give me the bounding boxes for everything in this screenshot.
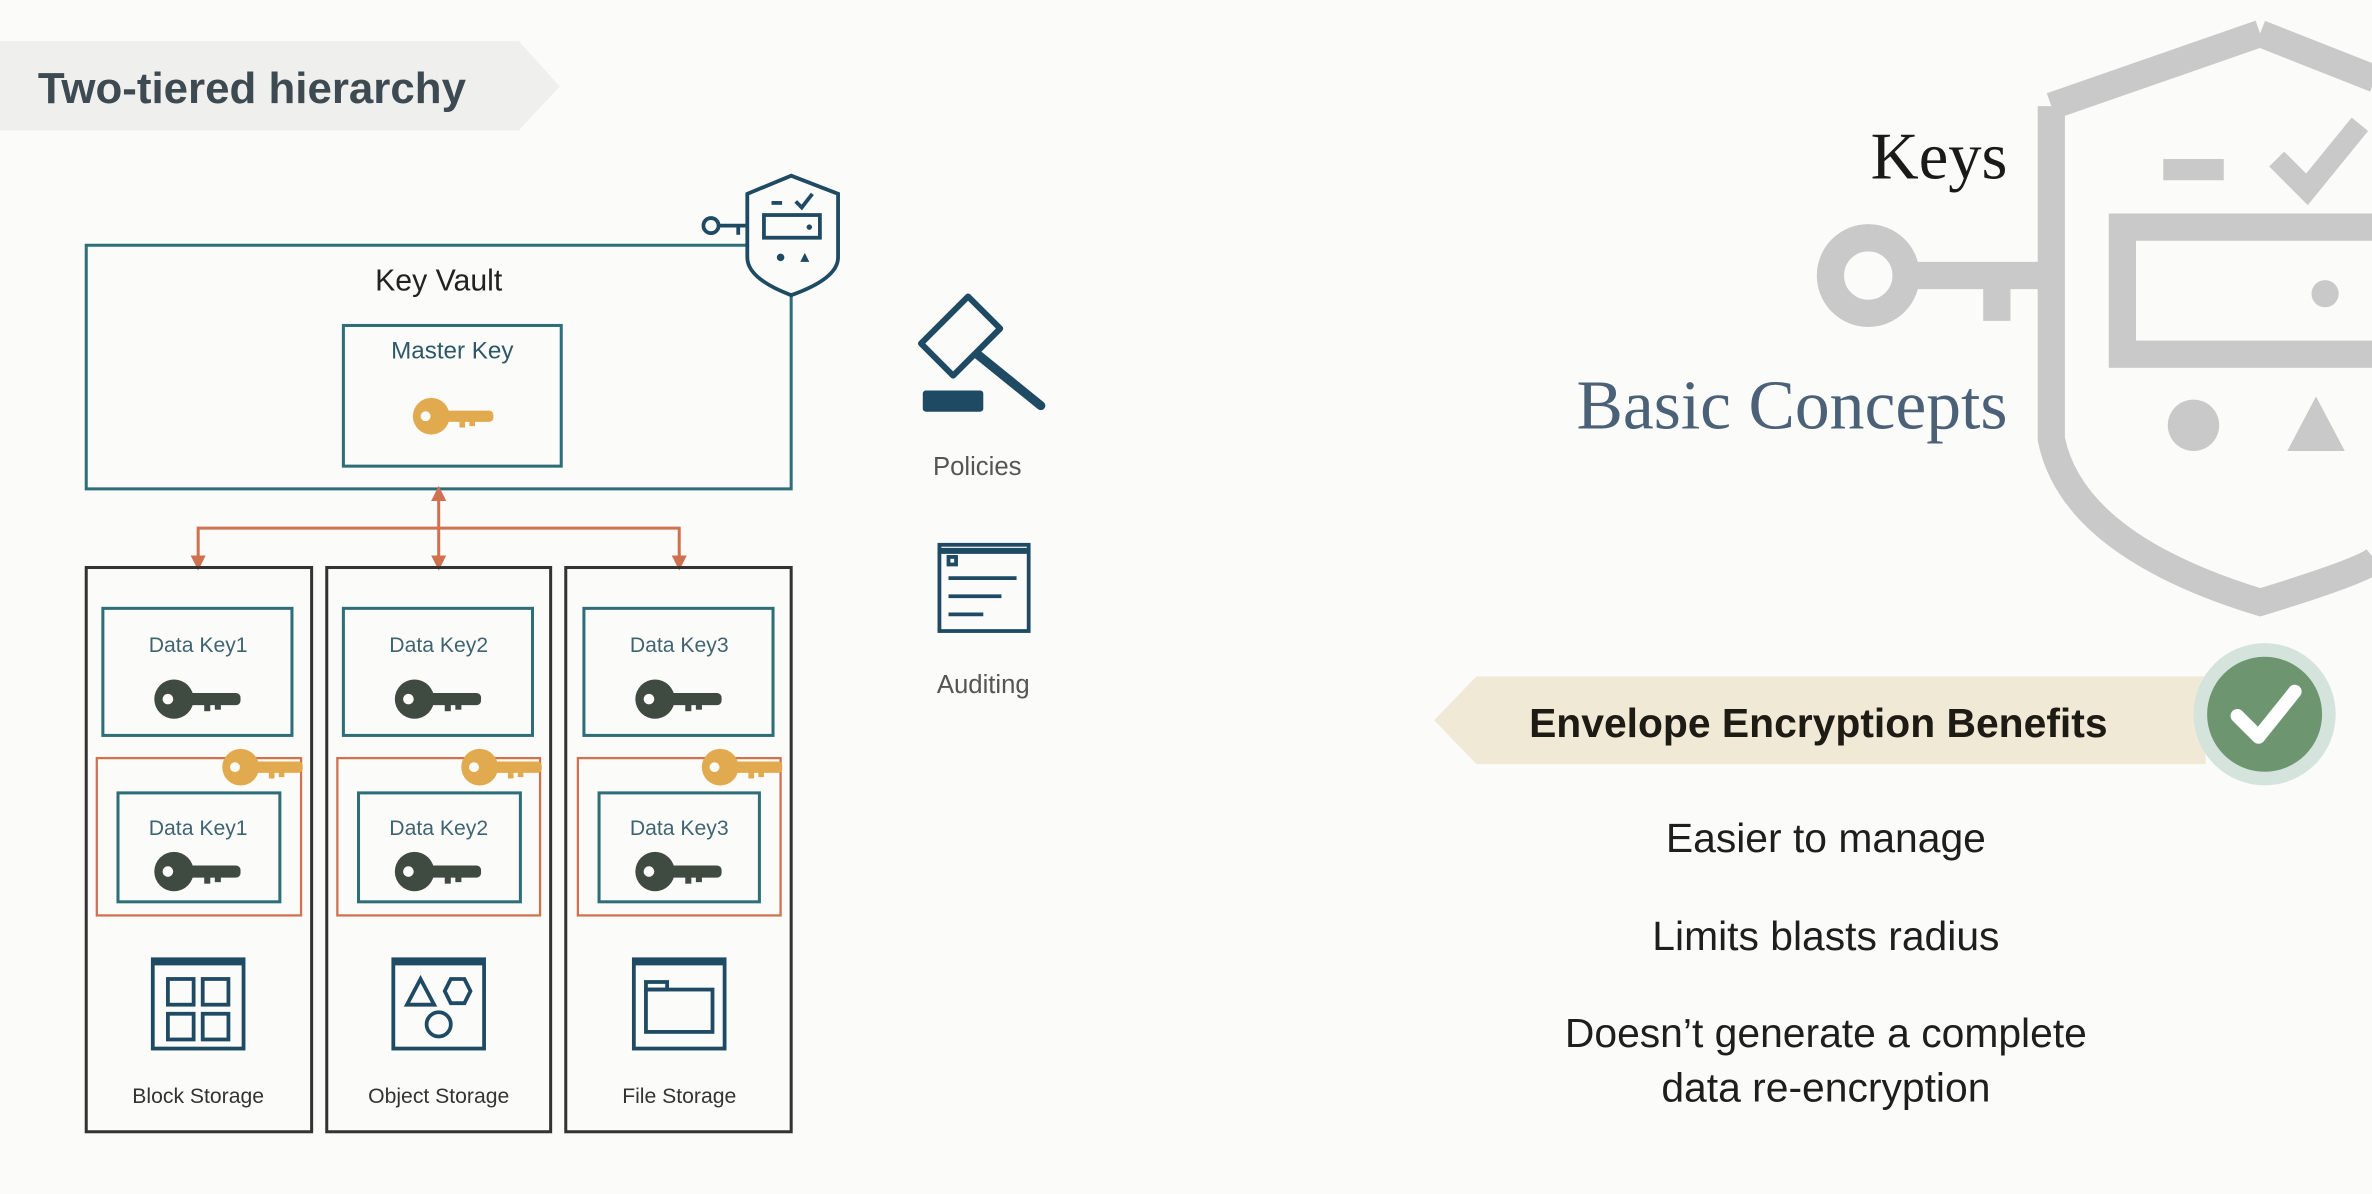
key-vault-shield-icon bbox=[701, 173, 840, 298]
data-key-box bbox=[582, 606, 775, 737]
section-title-banner: Two-tiered hierarchy bbox=[0, 41, 560, 131]
data-key-label: Data Key1 bbox=[149, 817, 248, 840]
key-vault: Key Vault Master Key bbox=[84, 173, 840, 491]
key-vault-label: Key Vault bbox=[375, 265, 503, 298]
benefits-list: Easier to manage Limits blasts radius Do… bbox=[1565, 815, 2087, 1111]
benefits-banner-title: Envelope Encryption Benefits bbox=[1529, 700, 2108, 746]
benefit-item: data re-encryption bbox=[1661, 1065, 1990, 1111]
data-key-label: Data Key1 bbox=[149, 634, 248, 657]
storage-label: File Storage bbox=[622, 1085, 736, 1108]
storage-label: Object Storage bbox=[368, 1085, 509, 1108]
encrypted-key-box bbox=[336, 756, 542, 917]
auditing-item: Auditing bbox=[937, 542, 1031, 699]
data-key-icon bbox=[635, 679, 722, 719]
master-key-box bbox=[341, 323, 563, 468]
benefit-item: Doesn’t generate a complete bbox=[1565, 1010, 2087, 1056]
encrypted-key-box bbox=[95, 756, 303, 917]
benefit-item: Easier to manage bbox=[1666, 815, 1986, 861]
document-icon bbox=[937, 542, 1031, 633]
data-key-icon bbox=[394, 679, 482, 719]
storage-column-object: Data Key2 Data Key2 Object Storage bbox=[325, 565, 553, 1134]
keys-title: Keys bbox=[1871, 121, 2008, 194]
block-storage-icon bbox=[150, 957, 246, 1051]
master-key-icon bbox=[222, 748, 303, 786]
data-key-label: Data Key2 bbox=[389, 817, 488, 840]
data-key-box bbox=[101, 606, 294, 737]
benefit-item: Limits blasts radius bbox=[1652, 913, 1999, 959]
connector-arrows bbox=[190, 485, 687, 571]
storage-column-block: Data Key1 Data Key1 Block Storage bbox=[84, 565, 314, 1134]
master-key-icon bbox=[701, 748, 783, 786]
auditing-label: Auditing bbox=[937, 671, 1030, 699]
data-key-icon bbox=[154, 679, 241, 719]
storage-label: Block Storage bbox=[132, 1085, 264, 1108]
data-key-icon bbox=[635, 851, 722, 892]
file-storage-icon bbox=[631, 957, 727, 1051]
master-key-icon bbox=[461, 748, 542, 786]
master-key-icon bbox=[412, 397, 494, 435]
section-title: Two-tiered hierarchy bbox=[38, 64, 467, 113]
data-key-icon bbox=[394, 851, 482, 892]
data-key-box bbox=[341, 606, 535, 737]
storage-column-file: Data Key3 Data Key3 File Storage bbox=[564, 565, 793, 1134]
policies-item: Policies bbox=[917, 293, 1046, 481]
data-key-label: Data Key3 bbox=[630, 634, 729, 657]
basic-concepts-subtitle: Basic Concepts bbox=[1576, 367, 2007, 444]
object-storage-icon bbox=[391, 957, 486, 1051]
benefits-banner: Envelope Encryption Benefits bbox=[1434, 643, 2336, 786]
encrypted-key-box bbox=[576, 756, 782, 917]
policies-label: Policies bbox=[933, 453, 1022, 481]
check-circle-icon bbox=[2193, 643, 2336, 786]
shield-key-watermark-icon bbox=[1816, 20, 2372, 617]
data-key-icon bbox=[154, 851, 241, 892]
gavel-icon bbox=[917, 293, 1046, 412]
data-key-label: Data Key2 bbox=[389, 634, 488, 657]
master-key-label: Master Key bbox=[391, 338, 514, 365]
data-key-label: Data Key3 bbox=[630, 817, 729, 840]
